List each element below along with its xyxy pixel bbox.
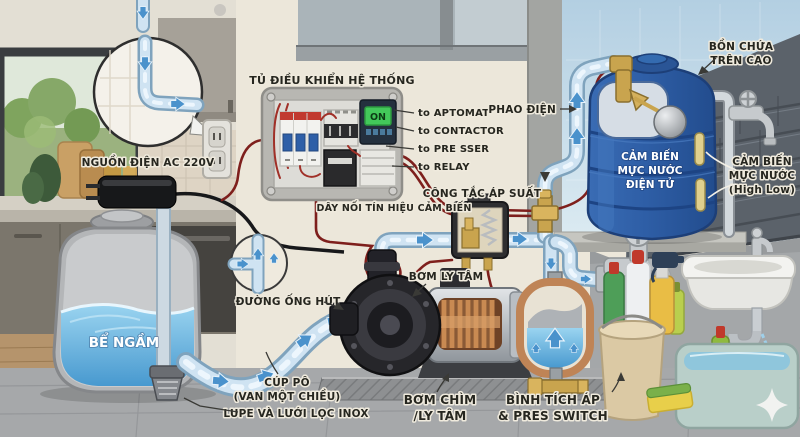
controller-unit: ON bbox=[359, 99, 397, 145]
label-check-valve-2: (VAN MỘT CHIỀU) bbox=[234, 389, 341, 403]
power-adapter bbox=[86, 175, 177, 209]
label-to-presser: to PRE SSER bbox=[418, 144, 489, 155]
labels-layer: TỦ ĐIỀU KHIỂN HỆ THỐNG to APTOMAT to CON… bbox=[80, 37, 797, 425]
rooftop-tank: CẢM BIẾN MỰC NƯỚC ĐIỆN TỬ bbox=[586, 53, 777, 241]
roof-faucet bbox=[728, 90, 777, 146]
foot-strainer bbox=[149, 365, 185, 401]
spray-bottle bbox=[649, 252, 684, 335]
label-sensor-wire: DÂY NỐI TÍN HIỆU CẢM BIẾN bbox=[317, 201, 472, 214]
label-submersible-1: BƠM CHÌM bbox=[404, 392, 477, 407]
diaphragm bbox=[528, 304, 582, 330]
float-ball bbox=[653, 105, 687, 139]
suction-pipe bbox=[176, 306, 360, 398]
label-pressure-switch: CÔNG TẮC ÁP SUẤT bbox=[423, 185, 542, 200]
corner-screws bbox=[266, 92, 398, 196]
label-power-source: NGUỒN ĐIỆN AC 220V bbox=[82, 154, 215, 169]
label-submersible-2: /LY TÂM bbox=[414, 408, 467, 423]
power-outlet bbox=[202, 119, 232, 179]
level-sensor-rods bbox=[694, 132, 706, 212]
pressure-tank bbox=[516, 271, 594, 396]
switch-spring bbox=[479, 209, 499, 246]
relay-b bbox=[359, 149, 397, 187]
label-control-panel: TỦ ĐIỀU KHIỂN HỆ THỐNG bbox=[249, 72, 414, 87]
float-valve bbox=[609, 55, 687, 139]
controller-screen bbox=[364, 106, 392, 126]
label-esensor-3: ĐIỆN TỬ bbox=[626, 177, 674, 191]
cleaning-bucket bbox=[598, 250, 685, 421]
label-esensor-2: MỰC NƯỚC bbox=[617, 164, 682, 177]
circuit-breaker bbox=[279, 111, 322, 167]
bucket-handle bbox=[601, 314, 663, 330]
label-rooftop-tank-2: TRÊN CAO bbox=[710, 54, 771, 67]
label-strainer: LUPE VÀ LƯỚI LỌC INOX bbox=[223, 407, 368, 420]
relay-a bbox=[323, 149, 357, 187]
label-highlow-2: MỰC NƯỚC bbox=[729, 169, 796, 182]
wash-basin bbox=[674, 342, 800, 430]
label-pressure-tank-2: & PRES SWITCH bbox=[498, 409, 608, 423]
sparkle-mark bbox=[756, 388, 788, 422]
screen-text: ON bbox=[370, 112, 386, 123]
label-pressure-tank-1: BÌNH TÍCH ÁP bbox=[506, 392, 600, 407]
junction-inset bbox=[227, 233, 288, 295]
pump-junction-box bbox=[440, 268, 470, 292]
control-panel-box: ON bbox=[260, 86, 404, 202]
volute-bolts bbox=[351, 280, 429, 370]
contactor bbox=[323, 109, 359, 147]
label-underground-tank: BỂ NGẦM bbox=[89, 331, 159, 351]
centrifugal-pump bbox=[315, 249, 641, 401]
adapter-cable bbox=[175, 191, 345, 254]
label-float-switch: PHAO ĐIỆN bbox=[488, 103, 556, 116]
label-centrifugal-pump: BƠM LY TÂM bbox=[409, 270, 484, 283]
label-highlow-1: CẢM BIẾN bbox=[732, 153, 791, 168]
sink bbox=[681, 227, 796, 359]
check-valve-brass bbox=[531, 172, 559, 233]
wall-pipe-stub bbox=[136, 0, 150, 33]
label-esensor-1: CẢM BIẾN bbox=[621, 148, 679, 163]
label-suction-line: ĐƯỜNG ỐNG HÚT bbox=[236, 293, 342, 308]
pressure-switch-device bbox=[451, 193, 509, 271]
underground-tank: BỂ NGẦM bbox=[52, 207, 202, 401]
label-check-valve-1: CÚP PÔ bbox=[264, 376, 309, 389]
label-to-relay: to RELAY bbox=[418, 162, 470, 173]
pump-inlet-stub bbox=[329, 302, 359, 336]
label-to-aptomat: to APTOMAT bbox=[418, 108, 489, 119]
sponge bbox=[646, 382, 694, 414]
label-rooftop-tank-1: BỒN CHỨA bbox=[709, 38, 774, 53]
label-highlow-3: (High Low) bbox=[729, 184, 795, 196]
copper-windings bbox=[440, 300, 500, 348]
label-to-contactor: to CONTACTOR bbox=[418, 126, 504, 137]
drain-pipe bbox=[751, 307, 763, 333]
basin-water bbox=[684, 352, 790, 370]
tank-brass-valve bbox=[527, 377, 589, 396]
